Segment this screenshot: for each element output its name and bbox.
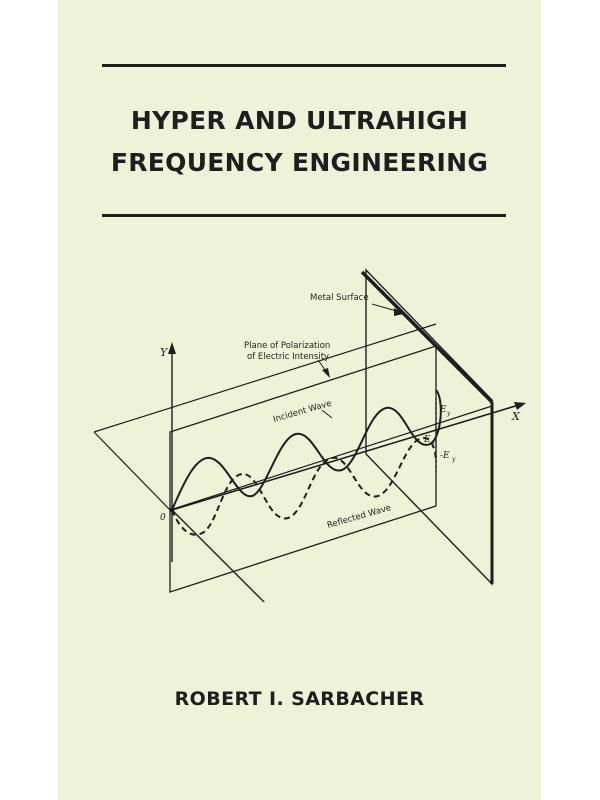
book-cover: HYPER AND ULTRAHIGH FREQUENCY ENGINEERIN…	[58, 0, 541, 800]
reflected-wave	[171, 436, 437, 536]
z-axis	[171, 509, 265, 602]
incident-leader	[321, 409, 333, 419]
er-subscript: y	[451, 456, 456, 463]
wave-reflection-diagram: Metal Surface Plane of Polarization of E…	[92, 262, 532, 602]
er-label: -E	[440, 451, 450, 461]
metal-surface-label: Metal Surface	[310, 293, 369, 303]
title-line-2: FREQUENCY ENGINEERING	[110, 148, 489, 177]
metal-surface-plane	[365, 268, 493, 586]
y-axis-arrow	[168, 342, 176, 354]
ey-subscript: y	[446, 410, 451, 417]
incident-wave	[171, 389, 442, 511]
plane-label-line-2: of Electric Intensity	[247, 352, 329, 362]
title-line-1: HYPER AND ULTRAHIGH	[130, 106, 469, 135]
origin-label: 0	[160, 513, 166, 523]
plane-leader-arrow	[322, 368, 330, 378]
ground-plane-front	[93, 431, 171, 511]
ey-label: E	[439, 405, 447, 415]
diagram-svg: Metal Surface Plane of Polarization of E…	[93, 268, 526, 602]
ground-plane-back	[93, 323, 437, 433]
x-axis	[171, 403, 523, 511]
plane-label-line-1: Plane of Polarization	[244, 341, 330, 351]
polarization-plane	[169, 345, 437, 593]
eo-subscript: o	[431, 440, 435, 447]
x-axis-arrow	[514, 402, 526, 410]
book-author: ROBERT I. SARBACHER	[174, 688, 425, 710]
axis-y-label: Y	[160, 346, 169, 359]
bottom-rule	[102, 214, 506, 217]
axis-x-label: X	[511, 410, 521, 423]
x-axis-extension	[435, 403, 523, 431]
origin-point	[169, 507, 175, 513]
top-rule	[102, 64, 506, 67]
metal-surface-edge	[360, 270, 494, 404]
reflected-wave-label: Reflected Wave	[326, 503, 392, 531]
eo-label: E	[423, 435, 431, 445]
metal-surface-leader-arrow	[394, 308, 404, 316]
book-title: HYPER AND ULTRAHIGH FREQUENCY ENGINEERIN…	[58, 100, 541, 184]
ground-plane-right	[169, 405, 493, 511]
